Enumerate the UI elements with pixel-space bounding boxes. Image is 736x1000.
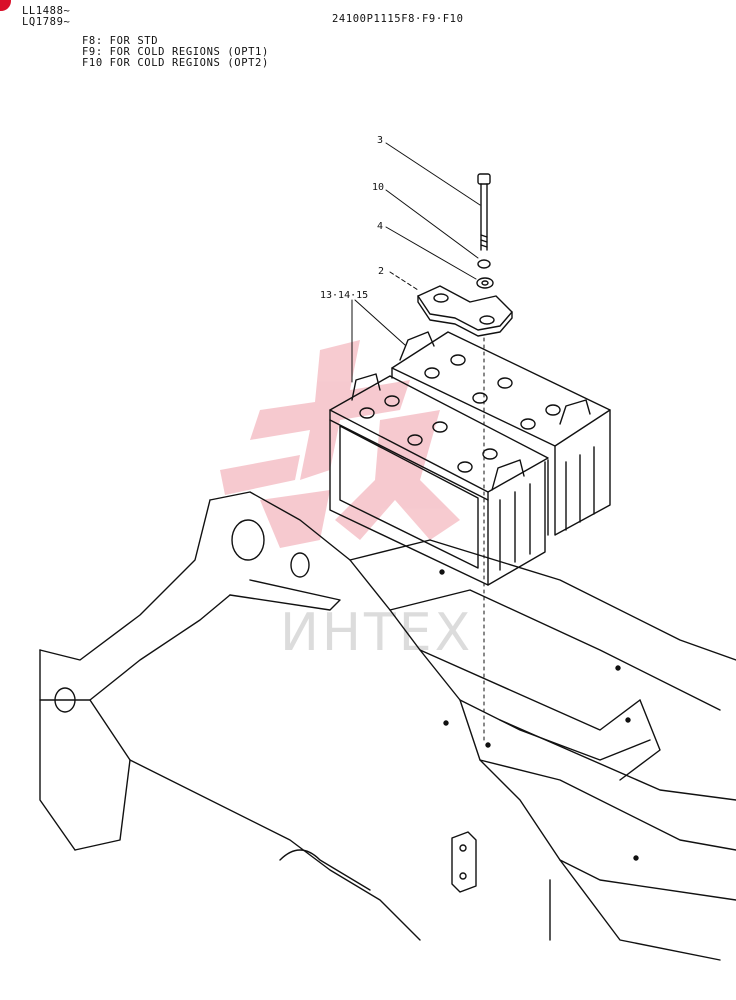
serial-range-2: LQ1789~: [22, 16, 71, 28]
watermark-text: ИНТЕХ: [280, 603, 473, 663]
battery-terminal-icon: [359, 354, 561, 473]
callout-leaders: [351, 142, 481, 383]
washer-part: [476, 277, 494, 289]
battery-front: [329, 373, 549, 586]
bolt-part: [477, 173, 491, 251]
callout-clamp-plate: 2: [378, 266, 384, 277]
variant-note-f9: F9: FOR COLD REGIONS (OPT1): [82, 46, 269, 58]
battery-rear: [391, 331, 611, 536]
variant-note-f10: F10 FOR COLD REGIONS (OPT2): [82, 57, 269, 69]
callout-washer: 4: [377, 221, 383, 232]
callout-spring-washer: 10: [372, 182, 384, 193]
callout-batteries: 13·14·15: [320, 290, 368, 301]
callout-bolt: 3: [377, 135, 383, 146]
serial-range-1: LL1488~: [22, 5, 71, 17]
spring-washer-part: [477, 259, 491, 269]
variant-note-f8: F8: FOR STD: [82, 35, 159, 47]
corner-badge-icon: [0, 0, 11, 11]
clamp-plate-part: [417, 285, 513, 337]
drawing-number: 24100P1115F8·F9·F10: [332, 13, 464, 25]
mount-hole-icon: [485, 742, 491, 748]
bracket-part: [451, 831, 477, 893]
chassis-frame: [39, 491, 736, 961]
